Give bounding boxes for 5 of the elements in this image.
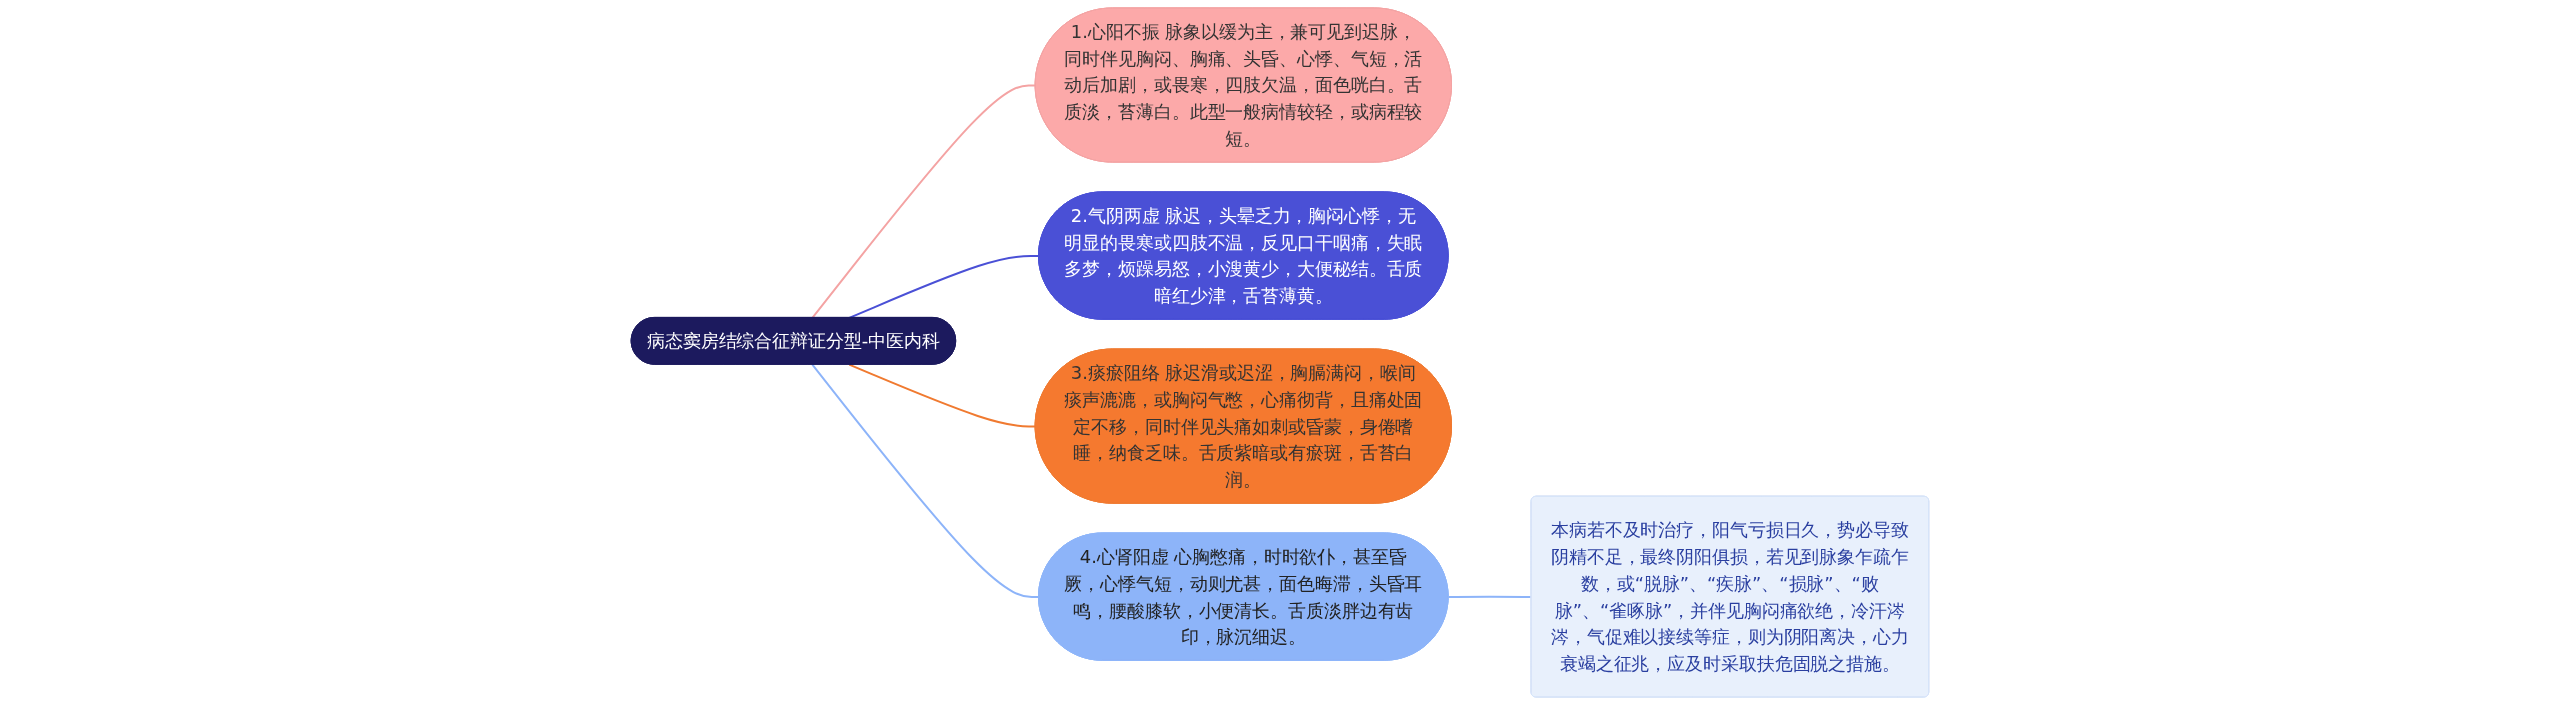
connector: [848, 254, 1040, 319]
connector: [811, 363, 1040, 599]
connector: [1447, 595, 1533, 599]
connector: [848, 363, 1037, 428]
connector: [811, 84, 1037, 319]
